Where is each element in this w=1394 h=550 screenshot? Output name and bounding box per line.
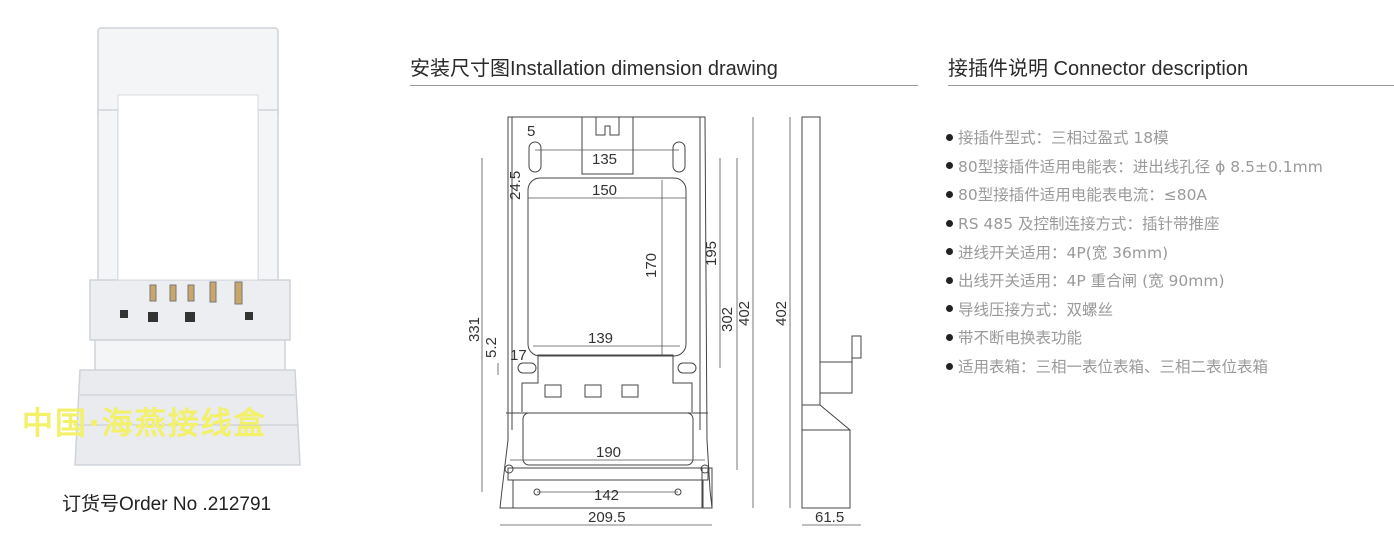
dim-195: 195	[703, 241, 720, 266]
dimension-drawing: 5 135 24.5 150 170 195 302 402 331 5.2 1…	[466, 116, 862, 526]
bullet-icon	[946, 219, 953, 227]
list-item: 80型接插件适用电能表：进出线孔径 ϕ 8.5±0.1mm	[946, 152, 1323, 181]
order-number-caption: 订货号Order No .212791	[62, 494, 272, 515]
side-view	[801, 116, 862, 509]
dim-17: 17	[510, 347, 527, 364]
installation-title: 安装尺寸图Installation dimension drawing	[410, 58, 778, 80]
bullet-icon	[946, 333, 953, 341]
bullet-icon	[946, 190, 953, 198]
watermark: 中国·海燕接线盒	[22, 406, 267, 442]
dim-209-5: 209.5	[588, 509, 626, 526]
list-item: 带不断电换表功能	[946, 323, 1323, 352]
list-item: 进线开关适用：4P(宽 36mm)	[946, 237, 1323, 266]
list-item: 适用表箱：三相一表位表箱、三相二表位表箱	[946, 352, 1323, 381]
dim-170: 170	[643, 253, 660, 278]
connector-spec-list: 接插件型式：三相过盈式 18模 80型接插件适用电能表：进出线孔径 ϕ 8.5±…	[946, 123, 1323, 380]
bullet-icon	[946, 248, 953, 256]
list-item: RS 485 及控制连接方式：插针带推座	[946, 209, 1323, 238]
dim-5: 5	[527, 123, 535, 140]
list-item: 出线开关适用：4P 重合闸 (宽 90mm)	[946, 266, 1323, 295]
dim-331: 331	[466, 317, 483, 342]
installation-divider	[410, 85, 918, 86]
bullet-icon	[946, 305, 953, 313]
dim-142: 142	[594, 487, 619, 504]
dim-24-5: 24.5	[507, 171, 524, 200]
bullet-icon	[946, 162, 953, 170]
product-photo	[74, 27, 301, 466]
dim-190: 190	[596, 444, 621, 461]
dim-139: 139	[588, 330, 613, 347]
dim-135: 135	[592, 151, 617, 168]
front-view	[499, 116, 713, 509]
bullet-icon	[946, 362, 953, 370]
dim-5-2: 5.2	[483, 337, 500, 358]
dim-402-front: 402	[736, 301, 753, 326]
dim-61-5: 61.5	[815, 509, 844, 526]
dim-402-side: 402	[773, 301, 790, 326]
bullet-icon	[946, 133, 953, 141]
list-item: 接插件型式：三相过盈式 18模	[946, 123, 1323, 152]
list-item: 导线压接方式：双螺丝	[946, 295, 1323, 324]
list-item: 80型接插件适用电能表电流：≤80A	[946, 180, 1323, 209]
dim-302: 302	[719, 307, 736, 332]
dim-150: 150	[592, 182, 617, 199]
connector-title: 接插件说明 Connector description	[948, 58, 1249, 80]
bullet-icon	[946, 276, 953, 284]
connector-divider	[948, 85, 1394, 86]
